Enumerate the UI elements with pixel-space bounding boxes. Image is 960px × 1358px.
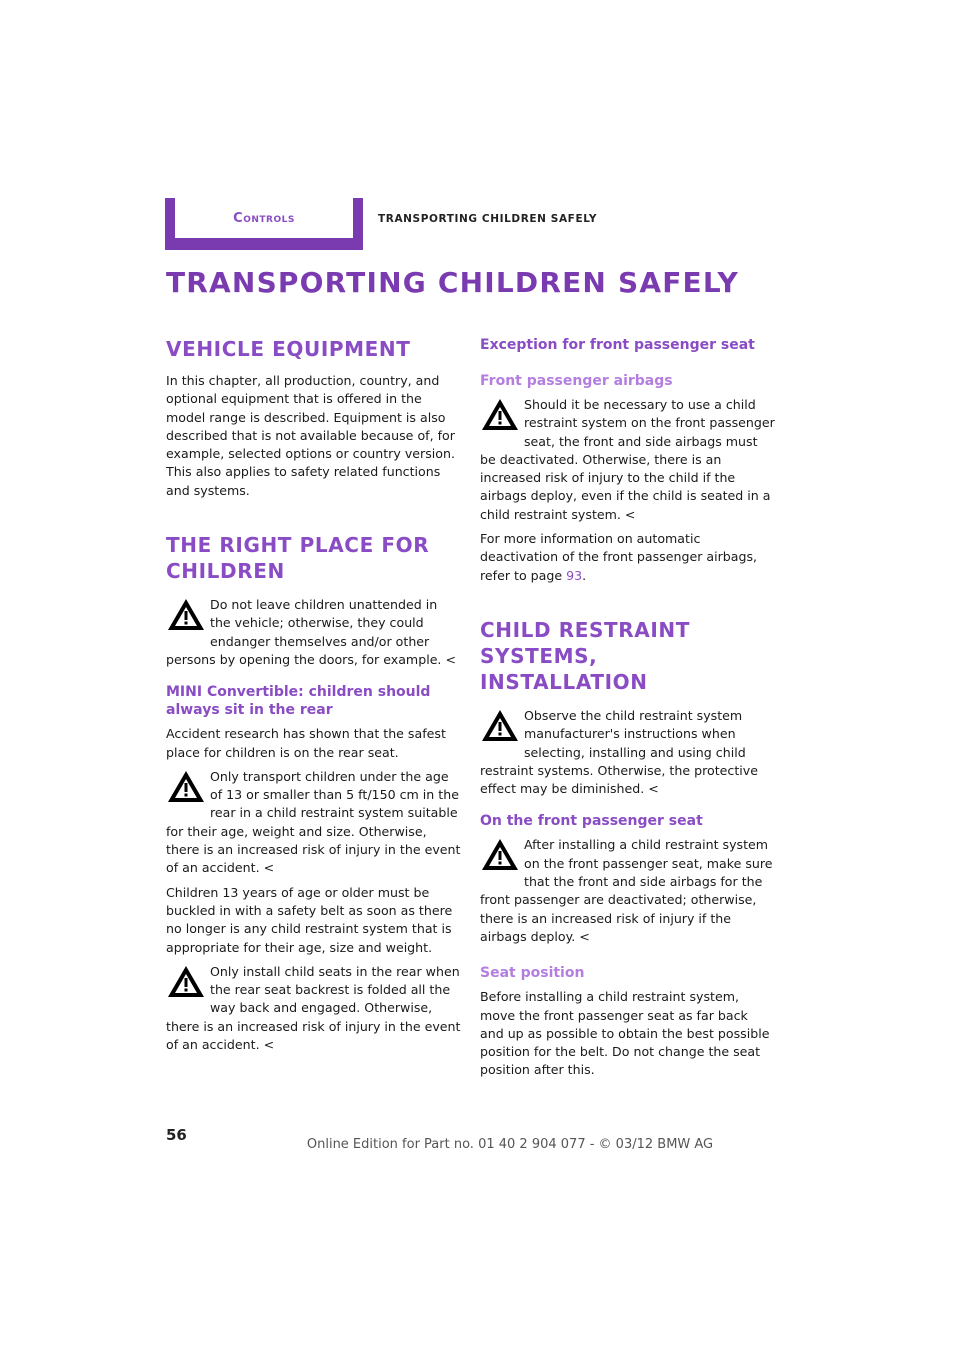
convertible-text: Accident research has shown that the saf… [166,726,446,760]
page-title: Transporting children safely [166,266,740,299]
section-tab: Controls [165,198,363,250]
vehicle-equipment-text: In this chapter, all production, country… [166,373,455,498]
end-marker: < [648,781,659,797]
warning-backrest-text: Only install child seats in the rear whe… [166,963,461,1053]
footer-edition: Online Edition for Part no. 01 40 2 904 … [306,1137,714,1152]
end-marker: < [445,651,457,667]
installation-heading-line1: Child restraint systems, [480,617,690,668]
warning-manufacturer-text: Observe the child restraint system manuf… [480,707,758,797]
more-info-text: For more information on automatic deacti… [480,531,758,583]
end-marker: < [624,506,636,522]
page-number: 56 [166,1126,187,1144]
installation-heading-line2: installation [480,669,648,694]
warning-airbags-text: Should it be necessary to use a child re… [480,397,775,522]
warning-triangle-icon [482,709,518,741]
front-seat-heading: On the front passenger seat [480,813,703,830]
warning-triangle-icon [168,770,204,802]
chapter-header: Transporting children safely [378,213,598,225]
warning-triangle-icon [168,599,204,631]
warning-triangle-icon [482,399,518,430]
seat-position-heading: Seat position [480,965,585,982]
right-column: Exception for front passenger seat Front… [480,336,775,1080]
vehicle-equipment-heading: Vehicle equipment [166,337,411,361]
warning-unattended: Do not leave children unattended in the … [166,596,461,669]
warning-triangle-icon [168,965,204,997]
convertible-heading-line1: MINI Convertible: children should [166,684,431,701]
section-tab-label: Controls [233,211,295,226]
installation-heading: Child restraint systems, installation [480,617,775,695]
page-reference-link[interactable]: 93 [566,567,583,583]
warning-front-seat-text: After installing a child restraint syste… [480,837,773,944]
end-marker: < [263,860,275,876]
seat-position-text: Before installing a child restraint syst… [480,989,770,1078]
warning-triangle-icon [482,839,518,871]
warning-age: Only transport children under the age of… [166,768,461,878]
warning-backrest: Only install child seats in the rear whe… [166,963,461,1054]
end-marker: < [579,928,590,944]
front-passenger-airbags-heading: Front passenger airbags [480,373,673,389]
warning-manufacturer: Observe the child restraint system manuf… [480,707,775,798]
warning-front-seat: After installing a child restraint syste… [480,836,775,946]
right-place-heading-line2: children [166,559,285,584]
exception-heading: Exception for front passenger seat [480,337,755,353]
convertible-heading: MINI Convertible: children should always… [166,683,461,719]
right-place-heading: The right place for children [166,532,461,584]
convertible-heading-line2: always sit in the rear [166,702,333,719]
warning-airbags: Should it be necessary to use a child re… [480,396,775,524]
warning-unattended-text: Do not leave children unattended in the … [166,597,442,667]
older-children-text: Children 13 years of age or older must b… [166,884,453,955]
left-column: Vehicle equipment In this chapter, all p… [166,336,461,1054]
warning-age-text: Only transport children under the age of… [166,768,461,876]
end-marker: < [263,1037,275,1053]
right-place-heading-line1: The right place for [166,533,430,558]
